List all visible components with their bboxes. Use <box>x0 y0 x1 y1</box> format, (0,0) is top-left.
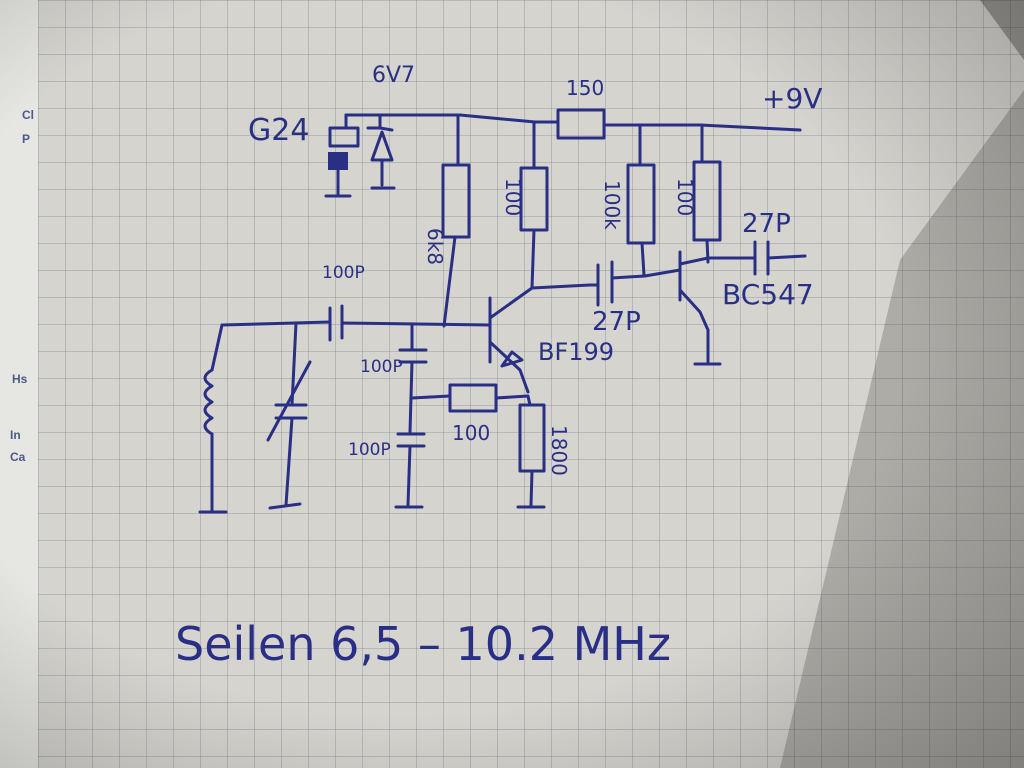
label-r-6k8: 6k8 <box>423 228 447 265</box>
label-r-feedback: 100 <box>452 421 490 445</box>
transistor-bc547-symbol <box>678 250 747 366</box>
label-supply: +9V <box>762 82 822 115</box>
diagram-caption: Seilen 6,5 – 10.2 MHz <box>175 617 671 671</box>
supply-rail <box>344 113 802 132</box>
crystal-symbol <box>324 113 360 198</box>
resistor-emitter-symbol <box>516 403 546 509</box>
label-r-emitter: 1800 <box>547 425 571 476</box>
label-cap-input: 100P <box>322 263 365 283</box>
resistor-collector-symbol <box>519 120 549 290</box>
label-r-100k: 100k <box>600 180 624 230</box>
label-crystal: G24 <box>248 113 309 148</box>
transistor-bf199-symbol <box>488 283 592 394</box>
capacitor-100p-input-symbol <box>220 304 492 342</box>
resistor-100k-symbol <box>626 123 656 277</box>
label-transistor-bc547: BC547 <box>722 278 814 311</box>
label-cap-output: 27P <box>742 209 791 239</box>
label-cap-coupling: 27P <box>592 307 641 337</box>
lc-tank-symbol <box>198 321 312 514</box>
label-zener: 6V7 <box>372 63 415 88</box>
label-cap-divider-bottom: 100P <box>348 440 391 460</box>
capacitor-27p-output-symbol <box>743 240 807 276</box>
label-cap-divider-top: 100P <box>360 357 403 377</box>
resistor-6k8-symbol <box>441 113 471 328</box>
capacitor-divider-symbol <box>394 322 428 509</box>
capacitor-27p-coupling-symbol <box>588 260 682 307</box>
resistor-feedback-symbol <box>410 383 532 413</box>
label-r-100-bc547: 100 <box>673 178 697 216</box>
label-r-100-collector: 100 <box>501 178 525 216</box>
label-series-resistor: 150 <box>566 76 604 100</box>
label-transistor-bf199: BF199 <box>538 338 614 366</box>
zener-diode-symbol <box>366 113 396 190</box>
series-resistor-symbol <box>556 108 606 140</box>
